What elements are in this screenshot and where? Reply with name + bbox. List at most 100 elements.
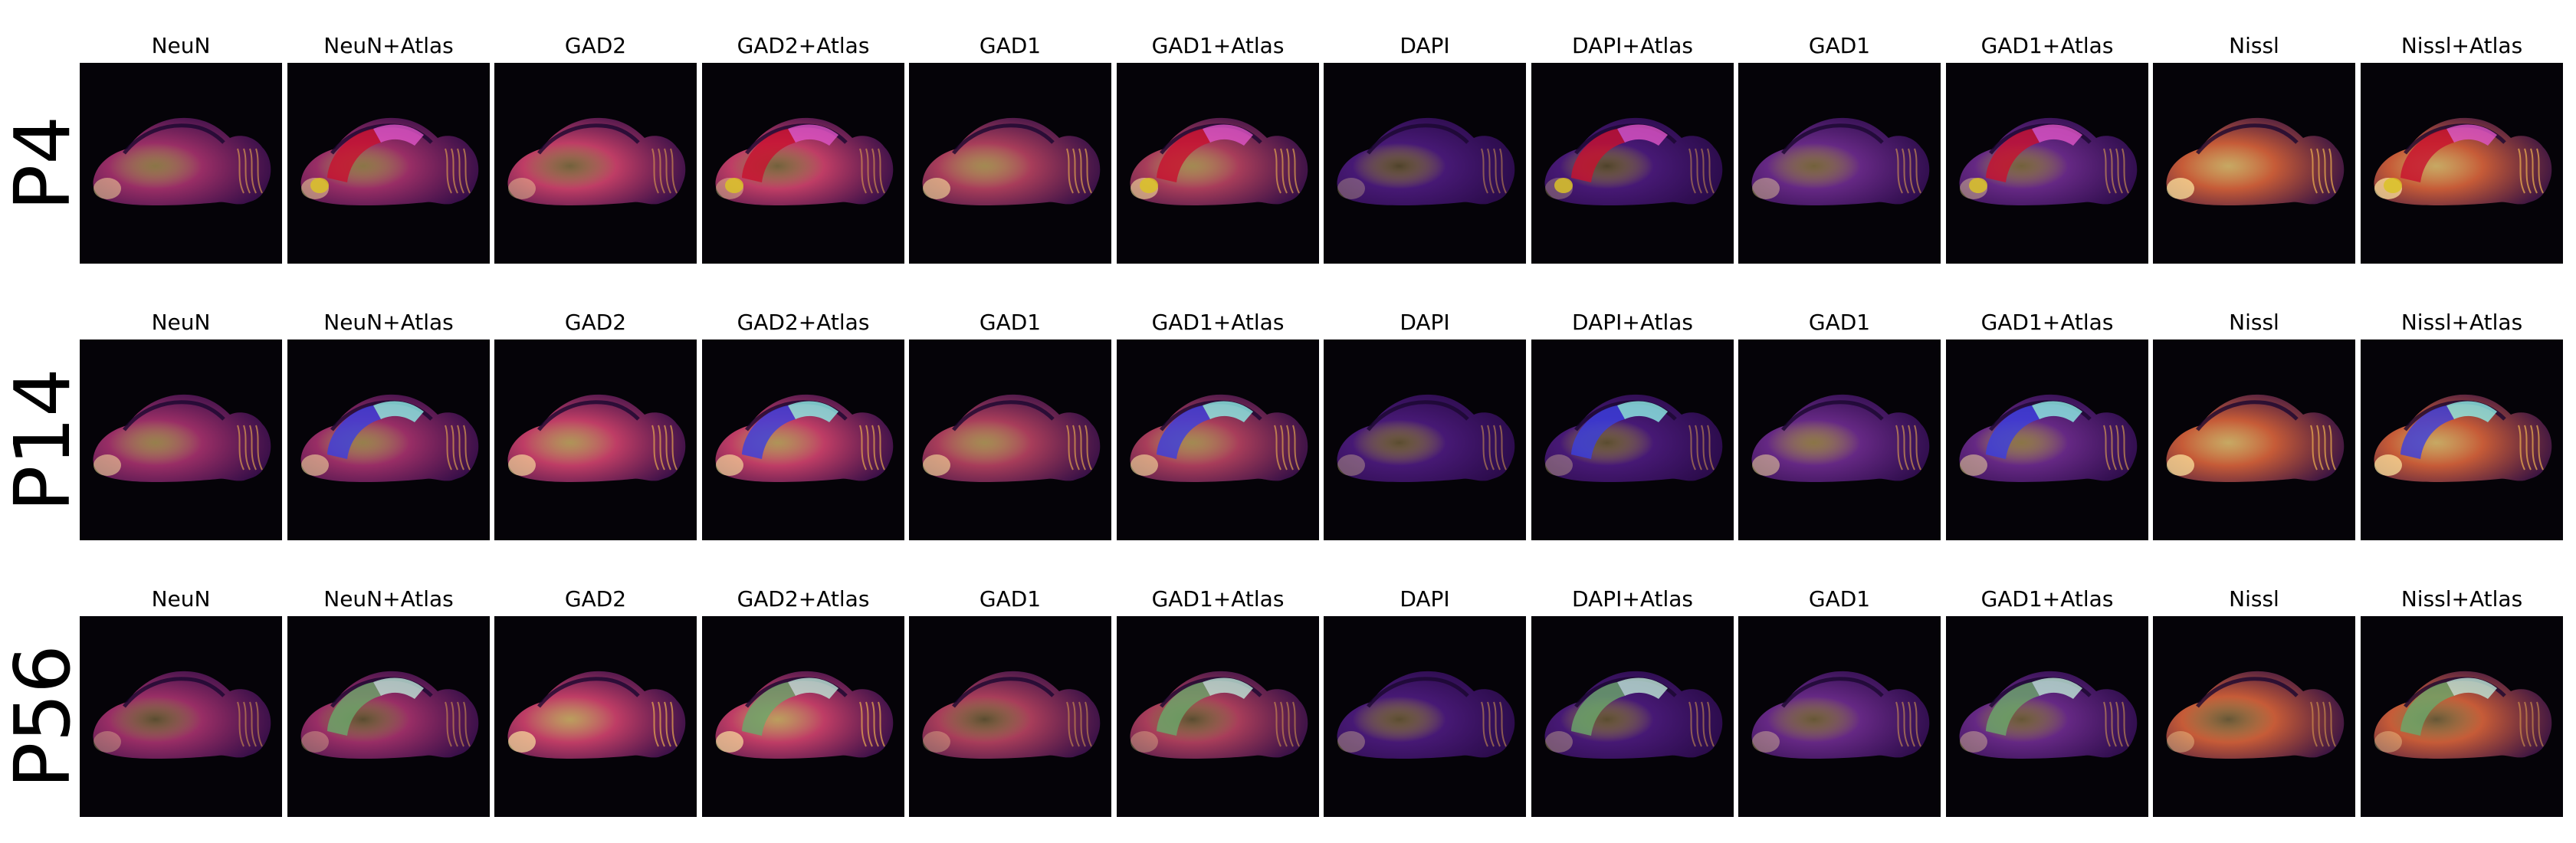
- brain-section-image: [922, 394, 1101, 482]
- atlas-region-c: [1554, 178, 1573, 193]
- brain-section-image: [922, 117, 1101, 205]
- atlas-region-a: [1571, 405, 1625, 459]
- atlas-region-b: [1203, 677, 1253, 699]
- atlas-region-b: [2446, 401, 2497, 422]
- brain-section-image: [2166, 117, 2345, 205]
- image-panel: [1738, 616, 1941, 817]
- panel-title: GAD2: [564, 33, 627, 58]
- row-label-p56: P56: [0, 616, 87, 817]
- brain-section-image: [2374, 394, 2552, 482]
- brain-section-image: [1130, 117, 1308, 205]
- image-panel: [1324, 63, 1526, 264]
- image-panel: [1531, 339, 1734, 540]
- panel-title: GAD2+Atlas: [737, 586, 870, 612]
- brain-section-image: [1544, 394, 1723, 482]
- row-label-text: P56: [0, 645, 87, 789]
- row-label-p14: P14: [0, 339, 87, 540]
- image-panel: [2361, 616, 2563, 817]
- atlas-region-b: [2032, 124, 2082, 146]
- panel-title: DAPI: [1400, 33, 1450, 58]
- panel-title: DAPI: [1400, 310, 1450, 335]
- brain-section-image: [1337, 671, 1515, 759]
- atlas-region-b: [788, 401, 838, 422]
- image-panel: [1946, 616, 2148, 817]
- image-panel: [1117, 63, 1319, 264]
- row-label-text: P4: [0, 116, 87, 211]
- atlas-region-b: [1203, 401, 1253, 422]
- brain-section-image: [1959, 394, 2138, 482]
- image-panel: [702, 616, 904, 817]
- panel-title: GAD1+Atlas: [1151, 310, 1285, 335]
- atlas-region-a: [1571, 129, 1625, 182]
- image-panel: [2361, 339, 2563, 540]
- panel-title: DAPI: [1400, 586, 1450, 612]
- brain-section-image: [1751, 671, 1930, 759]
- brain-section-image: [1959, 117, 2138, 205]
- brain-section-image: [300, 394, 479, 482]
- atlas-region-a: [1157, 129, 1210, 182]
- atlas-region-b: [2032, 401, 2082, 422]
- panel-title: GAD1: [979, 33, 1042, 58]
- brain-section-image: [1544, 117, 1723, 205]
- image-panel: [909, 339, 1111, 540]
- image-panel: [2153, 63, 2355, 264]
- panel-title: Nissl+Atlas: [2400, 310, 2523, 335]
- image-panel: [80, 63, 282, 264]
- brain-section-image: [2374, 117, 2552, 205]
- panel-title: GAD1: [1808, 586, 1871, 612]
- atlas-region-a: [1986, 129, 2039, 182]
- panel-title: GAD1: [979, 310, 1042, 335]
- image-panel: [1738, 63, 1941, 264]
- atlas-region-b: [2032, 677, 2082, 699]
- brain-section-image: [507, 394, 686, 482]
- panel-title: Nissl+Atlas: [2400, 33, 2523, 58]
- image-panel: [2153, 616, 2355, 817]
- image-panel: [80, 616, 282, 817]
- brain-section-image: [2166, 394, 2345, 482]
- atlas-region-a: [1986, 682, 2039, 736]
- panel-title: GAD1+Atlas: [1980, 586, 2114, 612]
- brain-section-image: [715, 394, 894, 482]
- brain-section-image: [1130, 394, 1308, 482]
- atlas-region-a: [2400, 405, 2454, 459]
- panel-title: GAD2: [564, 310, 627, 335]
- brain-section-image: [93, 394, 271, 482]
- atlas-region-a: [1571, 682, 1625, 736]
- panel-title: GAD2+Atlas: [737, 33, 870, 58]
- panel-title: Nissl: [2229, 310, 2279, 335]
- image-panel: [702, 63, 904, 264]
- brain-section-image: [507, 671, 686, 759]
- atlas-region-a: [742, 129, 796, 182]
- image-panel: [1117, 616, 1319, 817]
- panel-title: GAD1+Atlas: [1151, 586, 1285, 612]
- panel-title: DAPI+Atlas: [1572, 586, 1693, 612]
- image-panel: [1738, 339, 1941, 540]
- image-panel: [909, 616, 1111, 817]
- atlas-region-b: [1617, 401, 1668, 422]
- atlas-region-a: [327, 405, 381, 459]
- brain-section-image: [1337, 394, 1515, 482]
- image-panel: [702, 339, 904, 540]
- panel-title: NeuN: [151, 586, 211, 612]
- image-panel: [2153, 339, 2355, 540]
- image-panel: [1531, 616, 1734, 817]
- panel-title: GAD2: [564, 586, 627, 612]
- brain-section-image: [1959, 671, 2138, 759]
- image-panel: [1531, 63, 1734, 264]
- panel-title: Nissl: [2229, 33, 2279, 58]
- image-panel: [287, 616, 490, 817]
- atlas-region-c: [725, 178, 743, 193]
- panel-title: NeuN+Atlas: [323, 310, 454, 335]
- panel-title: GAD1+Atlas: [1980, 33, 2114, 58]
- atlas-region-b: [788, 677, 838, 699]
- brain-section-image: [1544, 671, 1723, 759]
- atlas-region-c: [2384, 178, 2402, 193]
- image-panel: [909, 63, 1111, 264]
- panel-title: NeuN+Atlas: [323, 586, 454, 612]
- atlas-region-b: [788, 124, 838, 146]
- atlas-region-b: [2446, 677, 2497, 699]
- brain-section-image: [93, 671, 271, 759]
- atlas-region-a: [742, 405, 796, 459]
- panel-title: NeuN+Atlas: [323, 33, 454, 58]
- atlas-region-a: [2400, 682, 2454, 736]
